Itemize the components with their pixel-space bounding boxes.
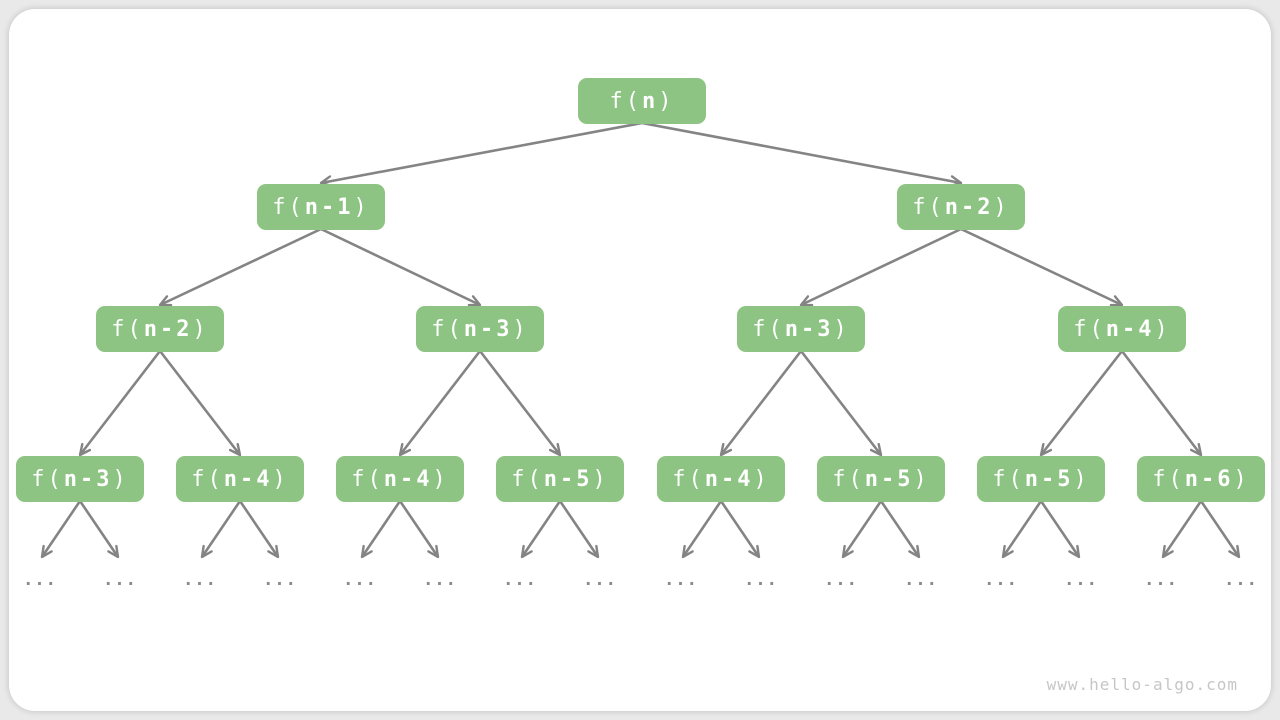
node-label-post: ) (192, 316, 209, 342)
node-label-post: ) (1154, 316, 1171, 342)
node-label-mid: n-6 (1184, 466, 1234, 492)
tree-node-f(n-4): f(n-4) (176, 456, 304, 502)
node-label-mid: n-4 (704, 466, 754, 492)
node-label-mid: n-5 (1024, 466, 1074, 492)
node-label-pre: f( (672, 466, 705, 492)
ellipsis: ... (1224, 570, 1258, 590)
tree-node-f(n-2): f(n-2) (897, 184, 1025, 230)
node-label-mid: n-4 (383, 466, 433, 492)
ellipsis: ... (103, 570, 137, 590)
ellipsis: ... (583, 570, 617, 590)
node-label-post: ) (353, 194, 370, 220)
ellipsis: ... (23, 570, 57, 590)
node-label-mid: n-4 (223, 466, 273, 492)
node-label-post: ) (1073, 466, 1090, 492)
node-label-post: ) (1233, 466, 1250, 492)
ellipsis: ... (744, 570, 778, 590)
node-label-pre: f( (832, 466, 865, 492)
node-label-mid: n (642, 88, 659, 114)
node-label-pre: f( (1073, 316, 1106, 342)
node-label-mid: n-3 (63, 466, 113, 492)
watermark: www.hello-algo.com (1046, 675, 1238, 694)
node-label-mid: n-5 (543, 466, 593, 492)
tree-node-f(n-5): f(n-5) (496, 456, 624, 502)
ellipsis: ... (824, 570, 858, 590)
node-label-pre: f( (191, 466, 224, 492)
node-label-pre: f( (272, 194, 305, 220)
node-label-mid: n-2 (944, 194, 994, 220)
node-label-post: ) (112, 466, 129, 492)
node-label-mid: n-1 (304, 194, 354, 220)
tree-node-f(n-3): f(n-3) (16, 456, 144, 502)
node-label-post: ) (272, 466, 289, 492)
node-label-pre: f( (992, 466, 1025, 492)
node-label-post: ) (512, 316, 529, 342)
ellipsis: ... (343, 570, 377, 590)
ellipsis: ... (984, 570, 1018, 590)
node-label-post: ) (913, 466, 930, 492)
node-label-post: ) (993, 194, 1010, 220)
node-label-pre: f( (111, 316, 144, 342)
ellipsis: ... (1064, 570, 1098, 590)
tree-node-f(n-5): f(n-5) (977, 456, 1105, 502)
tree-node-f(n-3): f(n-3) (416, 306, 544, 352)
node-label-mid: n-3 (784, 316, 834, 342)
node-label-post: ) (753, 466, 770, 492)
node-label-post: ) (592, 466, 609, 492)
node-label-mid: n-4 (1105, 316, 1155, 342)
tree-node-f(n-4): f(n-4) (336, 456, 464, 502)
node-label-mid: n-5 (864, 466, 914, 492)
node-label-post: ) (432, 466, 449, 492)
ellipsis: ... (503, 570, 537, 590)
tree-node-f(n-1): f(n-1) (257, 184, 385, 230)
tree-node-f(n-3): f(n-3) (737, 306, 865, 352)
node-label-pre: f( (351, 466, 384, 492)
node-label-mid: n-2 (143, 316, 193, 342)
ellipsis: ... (183, 570, 217, 590)
node-label-pre: f( (752, 316, 785, 342)
tree-node-f(n-2): f(n-2) (96, 306, 224, 352)
node-label-post: ) (658, 88, 675, 114)
node-label-pre: f( (609, 88, 642, 114)
tree-node-f(n-5): f(n-5) (817, 456, 945, 502)
tree-node-f(n-4): f(n-4) (1058, 306, 1186, 352)
node-label-pre: f( (431, 316, 464, 342)
node-label-pre: f( (1152, 466, 1185, 492)
node-label-pre: f( (511, 466, 544, 492)
node-label-pre: f( (31, 466, 64, 492)
node-label-pre: f( (912, 194, 945, 220)
ellipsis: ... (263, 570, 297, 590)
ellipsis: ... (664, 570, 698, 590)
ellipsis: ... (1144, 570, 1178, 590)
node-label-post: ) (833, 316, 850, 342)
tree-node-f(n-6): f(n-6) (1137, 456, 1265, 502)
tree-node-f(n): f(n) (578, 78, 706, 124)
tree-node-f(n-4): f(n-4) (657, 456, 785, 502)
ellipsis: ... (904, 570, 938, 590)
ellipsis: ... (423, 570, 457, 590)
node-label-mid: n-3 (463, 316, 513, 342)
